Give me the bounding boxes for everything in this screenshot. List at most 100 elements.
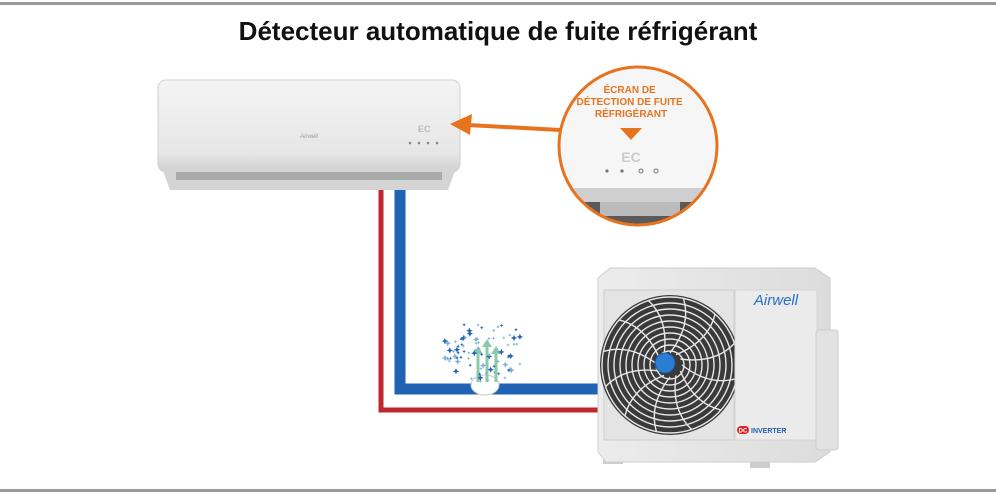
leak-particle — [441, 337, 449, 345]
grille-ring — [631, 326, 709, 404]
leak-particle — [487, 336, 491, 341]
leak-particle — [459, 337, 463, 341]
leak-particle — [516, 333, 524, 341]
leak-particle — [467, 351, 471, 355]
leak-particle — [477, 346, 481, 351]
outdoor-unit: Airwell DC INVERTER — [597, 267, 839, 468]
leak-particle — [452, 368, 460, 375]
leak-particle — [478, 379, 483, 383]
leak-particle — [479, 362, 487, 369]
leak-particle — [466, 356, 471, 361]
callout-line-2: DÉTECTION DE FUITE — [577, 95, 683, 108]
leak-particle — [477, 372, 482, 376]
leak-particle — [492, 370, 497, 374]
leak-particle — [472, 336, 480, 343]
leak-particle — [460, 334, 467, 341]
leak-particle — [503, 376, 507, 380]
leak-particle — [459, 355, 463, 360]
inverter-badge-text: INVERTER — [751, 428, 786, 435]
leak-particle — [476, 340, 481, 345]
callout-line-1: ÉCRAN DE — [603, 83, 656, 96]
leak-particle — [492, 364, 496, 369]
fan-blade — [679, 370, 722, 411]
diagram-title: Détecteur automatique de fuite réfrigéra… — [238, 16, 758, 46]
callout-line-3: RÉFRIGÉRANT — [595, 107, 667, 120]
leak-particle — [484, 371, 489, 375]
fan-blade — [681, 364, 737, 382]
bottom-rule — [0, 489, 996, 492]
refrigerant-pipes — [378, 190, 602, 413]
leak-particle — [460, 342, 464, 347]
leak-particle — [487, 353, 491, 358]
leak-particle — [453, 346, 461, 353]
fan-hub — [654, 352, 676, 374]
leak-particle — [510, 334, 518, 342]
outdoor-brand-logo: Airwell — [753, 292, 799, 309]
leak-particle — [466, 330, 474, 337]
leak-particle — [487, 366, 494, 373]
leak-particle — [463, 335, 467, 340]
inverter-badge-dc — [737, 426, 749, 434]
fan-blade — [618, 319, 661, 360]
leak-particle — [448, 356, 453, 361]
leak-particle — [479, 366, 483, 371]
leak-particle — [456, 351, 461, 355]
leak-particle — [451, 349, 456, 354]
fan-grille — [601, 296, 739, 434]
leak-particle — [471, 350, 478, 357]
leak-particle — [496, 325, 500, 329]
leak-particle — [514, 327, 518, 332]
fan-blade — [675, 313, 716, 356]
leak-particle — [515, 342, 519, 346]
leak-particle — [453, 339, 458, 344]
top-rule — [0, 2, 996, 5]
leak-particle — [506, 368, 511, 373]
indoor-display: EC — [418, 124, 431, 134]
callout-label: ÉCRAN DE DÉTECTION DE FUITE RÉFRIGÉRANT — [577, 83, 686, 120]
leak-particle — [496, 359, 500, 364]
fan-blade — [653, 376, 671, 432]
grille-ring — [619, 314, 721, 416]
liquid-pipe — [378, 190, 602, 413]
callout-pointer-icon — [620, 128, 642, 140]
fan-blade — [669, 298, 687, 354]
leak-particle — [476, 323, 480, 327]
leak-particle — [462, 322, 466, 327]
leak-particle — [468, 363, 472, 367]
fan-blade — [603, 348, 659, 366]
grille-ring — [625, 320, 715, 410]
grille-ring — [643, 338, 697, 392]
callout-display: EC — [621, 149, 640, 165]
callout-buttons — [605, 168, 659, 174]
leak-particle — [462, 349, 466, 354]
leak-particle — [456, 344, 460, 349]
indoor-buttons — [408, 141, 439, 145]
leak-particle — [451, 353, 459, 360]
leak-particle — [466, 327, 473, 334]
leak-particle — [441, 354, 449, 362]
callout-zoom: ÉCRAN DE DÉTECTION DE FUITE RÉFRIGÉRANT … — [557, 65, 719, 227]
grille-ring — [649, 344, 691, 386]
leak-particle — [506, 355, 510, 360]
leak-particle — [473, 348, 478, 353]
leak-particle — [506, 343, 510, 347]
leak-particle — [461, 344, 466, 348]
leak-particle — [469, 376, 474, 381]
leak-particle — [502, 361, 509, 368]
leak-particle — [498, 348, 505, 356]
gas-pipe — [394, 190, 602, 395]
leak-particle — [512, 342, 516, 347]
leak-particle — [506, 354, 511, 358]
callout-arrow — [450, 114, 561, 135]
leak-particle — [499, 323, 504, 328]
leak-particle — [446, 347, 453, 354]
leak-particle — [474, 341, 479, 346]
leak-particle — [508, 333, 512, 337]
leak-indicator — [441, 322, 524, 396]
leak-particle — [518, 362, 522, 366]
leak-particle — [477, 374, 484, 381]
fan-blade — [605, 369, 660, 388]
fan-blade — [624, 374, 665, 417]
